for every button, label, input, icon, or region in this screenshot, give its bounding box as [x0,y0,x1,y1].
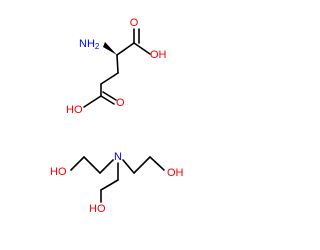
bond-nitrogen-to-right-carbon [122,159,135,174]
right-hydroxyl-label: OH [167,167,184,179]
wedge-bond-amino [103,42,117,55]
bond-left-carbon-chain [83,156,101,174]
bond-left-carbon-to-hydroxyl [70,156,85,171]
alpha-carbonyl-oxygen-label: O [130,17,139,29]
triethanolamine-molecule: N HO OH HO [50,151,184,215]
bond-nitrogen-to-left-carbon [99,159,114,174]
bond-side-carbon-to-hydroxyl [83,95,102,108]
bond-alpha-to-beta [116,54,119,74]
bond-acid-carbon-to-hydroxyl [133,42,151,55]
bond-side-carbon-to-carbonyl [100,95,115,105]
alpha-hydroxyl-label: OH [150,49,167,61]
bond-right-carbon-chain [133,156,151,174]
bond-alpha-to-acid-carbon [116,42,135,56]
glutamic-acid-molecule: NH2 O OH HO O [66,17,167,116]
structure-canvas: NH2 O OH HO O N HO OH HO [50,16,184,215]
bond-right-carbon-to-hydroxyl [149,156,165,171]
side-chain-hydroxyl-label: HO [66,104,83,116]
bond-side-carbonyl-double [102,91,117,101]
central-nitrogen-label: N [114,151,122,163]
side-chain-carbonyl-oxygen-label: O [116,97,125,109]
left-hydroxyl-label: HO [50,166,67,178]
molecule-drawing: NH2 O OH HO O N HO OH HO [50,17,184,215]
bond-beta-to-gamma [100,72,119,85]
bond-bottom-carbon-chain [100,179,119,191]
bottom-hydroxyl-label: HO [89,203,106,215]
amino-group-label: NH2 [79,38,100,51]
